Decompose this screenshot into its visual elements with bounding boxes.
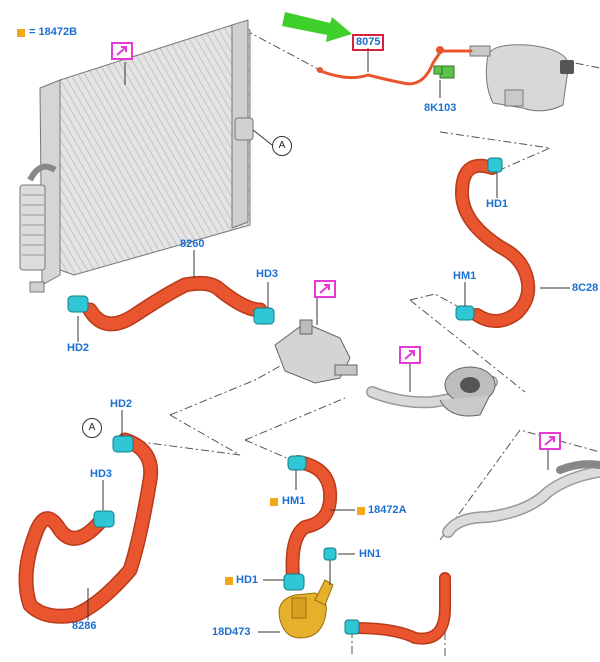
sensor-8K103 [433,65,455,98]
arrow-glyph-icon [319,284,330,294]
label-hd2-left: HD2 [110,398,133,410]
label-hd1-mid: HD1 [236,574,259,586]
hose-8075 [316,49,473,86]
label-hd2-top: HD2 [67,342,90,354]
coolant-reservoir [469,44,574,112]
label-hd1-right: HD1 [486,198,509,210]
clamp-hd3-top [253,307,275,325]
radiator [19,19,273,293]
label-8260: 8260 [180,238,205,250]
clamp-hd2-left [112,435,134,453]
clamp-hd1-mid [283,573,305,591]
reference-circle: A [82,418,102,438]
clamp-hn1 [323,547,337,561]
label-hm1-right: HM1 [453,270,477,282]
reference-circle: A [272,136,292,156]
callout-arrow-icon [111,42,133,60]
clamp-hm1-right [455,305,475,321]
label-8K103: 8K103 [424,102,457,114]
highlight-arrow-icon [282,12,352,42]
callout-arrow-icon [539,432,561,450]
clamp-hd2-top [67,295,89,313]
thermostat-housing [274,319,358,384]
legend-swatch [17,29,25,37]
turbo-housing [439,366,496,417]
clamp-hd1-right [487,157,503,173]
label-hd3-left: HD3 [90,468,113,480]
arrow-glyph-icon [544,436,555,446]
hoses [18,46,536,645]
legend-swatch-hd1 [225,577,233,585]
legend-swatch-18472A [357,507,365,515]
clamp-hm1-mid [287,455,307,471]
label-8C28: 8C28 [572,282,599,294]
label-hn1: HN1 [359,548,382,560]
legend-text: = 18472B [29,26,78,38]
label-8286: 8286 [72,620,97,632]
arrow-glyph-icon [404,350,415,360]
label-hm1-mid: HM1 [282,495,306,507]
callout-arrow-icon [314,280,336,298]
label-18472A: 18472A [368,504,407,516]
clamp-hd3-left [93,510,115,528]
label-leaders [77,48,570,633]
hose-clamps [67,157,503,635]
water-pump-18D473 [278,555,334,639]
label-hd3-top: HD3 [256,268,279,280]
arrow-glyph-icon [116,46,127,56]
legend-swatch-hm1 [270,498,278,506]
callout-arrow-icon [399,346,421,364]
label-8075: 8075 [352,34,385,51]
clamp-lower [344,619,360,635]
label-18D473: 18D473 [212,626,251,638]
